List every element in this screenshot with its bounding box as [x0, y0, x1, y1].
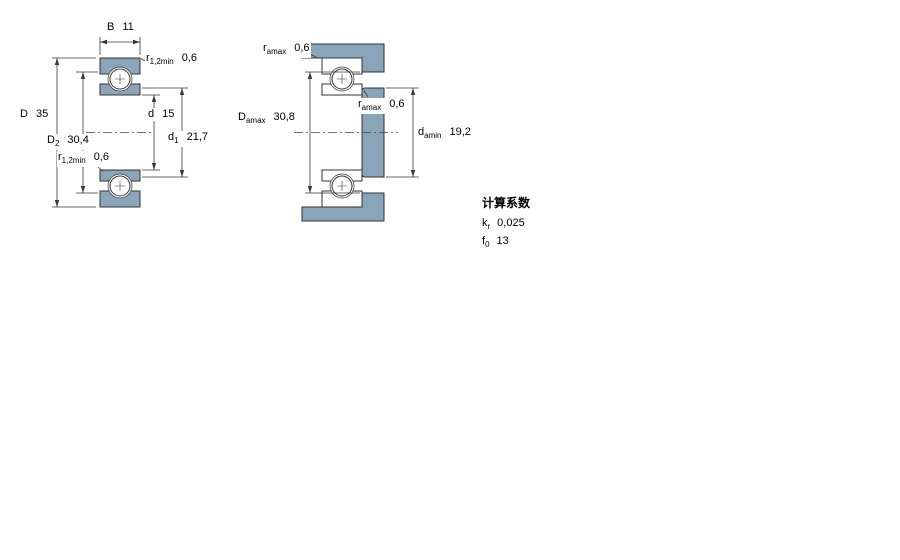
- dim-subscript: amax: [361, 103, 382, 113]
- dim-value: 11: [122, 21, 134, 33]
- dim-subscript: 2: [54, 139, 60, 149]
- dim-symbol: d: [418, 126, 425, 138]
- dim-label-r12min-bottom: r1,2min 0,6: [57, 151, 110, 168]
- dim-symbol: r: [263, 42, 267, 54]
- dim-label-width-b: B 11: [106, 21, 135, 34]
- dim-label-outer-diameter: D 35: [19, 108, 50, 121]
- dim-value: 19,2: [449, 126, 471, 138]
- dim-ext-d2: [76, 71, 98, 194]
- dim-value: 0,6: [294, 42, 310, 54]
- dim-value: 15: [162, 108, 175, 120]
- dim-value: 0,6: [93, 151, 109, 163]
- dim-value: 35: [35, 108, 49, 120]
- dim-subscript: amax: [266, 47, 287, 57]
- dim-value: 0,6: [181, 52, 197, 64]
- dim-ext-b: [99, 37, 141, 55]
- leader-ra-shaft: [363, 90, 369, 98]
- dim-ext-da-max: [305, 71, 360, 194]
- dim-value: 30,4: [67, 134, 89, 146]
- dim-symbol: r: [146, 52, 150, 64]
- dim-label-ra-max-shaft: ramax 0,6: [357, 98, 406, 115]
- ball-center-cross: [337, 74, 347, 84]
- dim-symbol: D: [20, 108, 28, 120]
- ball-center-cross: [115, 74, 125, 84]
- factor-symbol: f: [482, 235, 486, 247]
- factor-symbol: k: [482, 217, 488, 229]
- dim-subscript: amin: [424, 131, 442, 141]
- dim-ext-bore: [142, 94, 160, 171]
- factor-subscript: r: [487, 222, 491, 232]
- dim-symbol: B: [107, 21, 115, 33]
- mounting-dimensions-view: [294, 43, 419, 222]
- dim-ext-da-min: [386, 87, 419, 178]
- cross-section-view: [52, 37, 188, 208]
- dim-label-r12min-top: r1,2min 0,6: [145, 52, 198, 69]
- dim-label-d1-diameter: d1 21,7: [167, 131, 209, 148]
- dim-symbol: D: [47, 134, 55, 146]
- dim-ext-d1: [142, 87, 188, 178]
- dim-label-da-min: damin 19,2: [417, 126, 472, 143]
- dim-subscript: amax: [245, 116, 266, 126]
- dim-symbol: d: [168, 131, 175, 143]
- factor-f0: f0 13: [482, 235, 509, 249]
- dim-label-ra-max-top: ramax 0,6: [262, 42, 311, 59]
- ball-center-cross: [337, 181, 347, 191]
- dim-symbol: D: [238, 111, 246, 123]
- dim-subscript: 1: [174, 136, 179, 146]
- ball-center-cross: [115, 181, 125, 191]
- dim-value: 0,6: [389, 98, 405, 110]
- dim-symbol: d: [148, 108, 155, 120]
- dim-symbol: r: [58, 151, 62, 163]
- dim-symbol: r: [358, 98, 362, 110]
- dim-label-d2-diameter: D2 30,4: [46, 134, 90, 151]
- dim-subscript: 1,2min: [61, 156, 86, 166]
- factor-value: 0,025: [497, 217, 525, 229]
- dim-label-bore-diameter: d 15: [147, 108, 176, 121]
- dim-value: 21,7: [186, 131, 208, 143]
- factor-subscript: 0: [485, 240, 490, 250]
- dim-label-da-max: Damax 30,8: [237, 111, 296, 128]
- dim-subscript: 1,2min: [149, 57, 174, 67]
- calculation-factors-title: 计算系数: [482, 196, 531, 210]
- factor-value: 13: [496, 235, 509, 247]
- dim-value: 30,8: [273, 111, 295, 123]
- factor-kr: kr 0,025: [482, 217, 525, 231]
- dim-ext-d-outer: [52, 57, 96, 208]
